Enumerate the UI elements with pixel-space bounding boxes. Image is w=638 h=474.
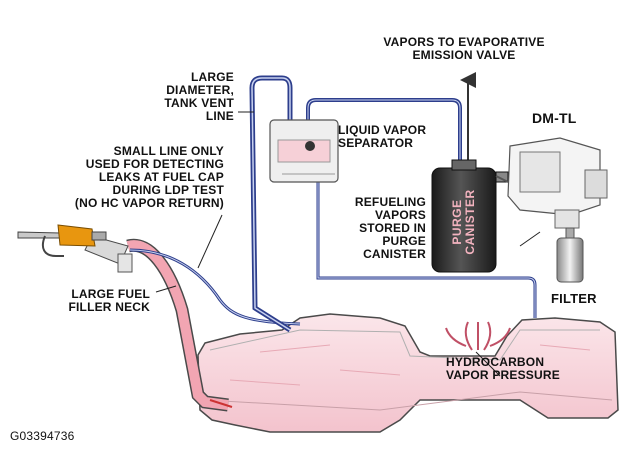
- lvs-label-line-1: LIQUID VAPOR: [338, 123, 427, 137]
- vapors-label: VAPORS TO EVAPORATIVE EMISSION VALVE: [350, 36, 578, 62]
- filter-icon: [556, 227, 584, 283]
- refuel-label-line-1: REFUELING: [354, 195, 426, 209]
- tank-vent-line: [249, 75, 293, 333]
- filler-label-line-2: FILLER NECK: [68, 300, 150, 314]
- small-line-label: SMALL LINE ONLY USED FOR DETECTING LEAKS…: [54, 145, 224, 210]
- purge-canister-icon: [431, 159, 509, 273]
- filler-neck-label: LARGE FUEL FILLER NECK: [58, 288, 150, 314]
- small-line-label-line-3: LEAKS AT FUEL CAP: [98, 170, 224, 184]
- liquid-vapor-separator-label: LIQUID VAPOR SEPARATOR: [338, 124, 426, 150]
- filler-neck-icon: [84, 235, 233, 412]
- refuel-label-line-2: VAPORS: [375, 208, 426, 222]
- fuel-tank-icon: [197, 313, 619, 433]
- leader-lines: [155, 111, 541, 377]
- liquid-vapor-separator-icon: [269, 119, 339, 183]
- tank-vent-line-label: LARGE DIAMETER, TANK VENT LINE: [160, 71, 234, 123]
- hydrocarbon-vapor-label: HYDROCARBON VAPOR PRESSURE: [446, 356, 560, 382]
- refuel-label-line-4: PURGE: [382, 234, 426, 248]
- tank-vent-label-line-3: TANK VENT: [164, 96, 234, 110]
- figure-id: G03394736: [10, 429, 75, 443]
- tank-vent-label-line-4: LINE: [205, 109, 234, 123]
- vapors-label-line-2: EMISSION VALVE: [412, 48, 516, 62]
- refuel-label-line-5: CANISTER: [363, 247, 426, 261]
- small-line-label-line-4: DURING LDP TEST: [112, 183, 224, 197]
- small-line-label-line-2: USED FOR DETECTING: [85, 157, 224, 171]
- tank-vent-label-line-2: DIAMETER,: [166, 83, 234, 97]
- tank-vent-label-line-1: LARGE: [191, 70, 234, 84]
- dmtl-pump-icon: [495, 137, 608, 229]
- purge-canister-label: PURGE CANISTER: [450, 182, 477, 262]
- refueling-vapors-label: REFUELING VAPORS STORED IN PURGE CANISTE…: [338, 196, 426, 261]
- vapors-label-line-1: VAPORS TO EVAPORATIVE: [383, 35, 545, 49]
- fuel-nozzle-icon: [17, 224, 107, 257]
- vapor-pressure-arrows-icon: [445, 321, 511, 351]
- filter-label: FILTER: [551, 291, 597, 306]
- lvs-label-line-2: SEPARATOR: [338, 136, 414, 150]
- small-line-label-line-1: SMALL LINE ONLY: [113, 144, 224, 158]
- filler-label-line-1: LARGE FUEL: [71, 287, 150, 301]
- refuel-label-line-3: STORED IN: [359, 221, 426, 235]
- canister-label-line-2: CANISTER: [463, 189, 477, 255]
- hc-label-line-1: HYDROCARBON: [446, 355, 545, 369]
- hc-label-line-2: VAPOR PRESSURE: [446, 368, 560, 382]
- dmtl-label: DM-TL: [532, 110, 577, 126]
- small-line-label-line-5: (NO HC VAPOR RETURN): [74, 196, 224, 210]
